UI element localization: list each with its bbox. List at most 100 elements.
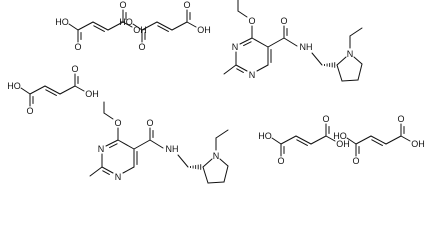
carbonyl-oxygen-label: O <box>322 114 329 124</box>
bond-c-c <box>355 135 372 145</box>
alkene-double-bond <box>156 21 173 31</box>
methyl-bond <box>223 64 237 75</box>
ring-bond <box>202 158 213 168</box>
amide-oxygen-label: O <box>280 16 287 26</box>
ring-nitrogen-label: N <box>115 172 122 182</box>
ring-double-bond-inner <box>236 68 244 73</box>
ring-double-bond <box>101 166 114 174</box>
ring-nitrogen-label: N <box>232 42 239 52</box>
ring-bond <box>336 56 347 66</box>
bond-c-c <box>141 21 158 31</box>
carbonyl-oxygen-label: O <box>352 156 359 166</box>
hydroxyl-label: OH <box>336 139 350 149</box>
ring-double-bond <box>105 139 119 147</box>
carbonyl-oxygen-label: O <box>183 0 190 10</box>
ring-nitrogen-label: N <box>98 144 105 154</box>
ring-bond <box>207 181 225 184</box>
bond-c-oh <box>400 135 411 142</box>
ether-oxygen-label: O <box>114 118 121 128</box>
alkene-double-bond <box>44 85 61 95</box>
alkene-double-bond <box>92 21 109 31</box>
bond-c-c <box>29 85 46 95</box>
pyrrolidine-nitrogen-label: N <box>347 49 354 59</box>
ethyl-bond <box>215 129 229 139</box>
hydroxyl-label: OH <box>85 89 99 99</box>
bond-c-c <box>280 135 297 145</box>
ethyl-bond <box>349 27 363 37</box>
pyrrolidine-nitrogen-label: N <box>213 151 220 161</box>
bond-c-oh <box>74 85 85 92</box>
ring-nitrogen-label: N <box>249 70 256 80</box>
bond-ho-c <box>271 137 282 145</box>
bond-c-n <box>283 37 298 47</box>
ring-double-bond-inner <box>109 143 118 149</box>
hydroxyl-label: HO <box>55 17 69 27</box>
bond-c-oh <box>122 21 133 28</box>
bond-ho-c <box>346 137 357 145</box>
bond-n-ch2 <box>311 52 323 66</box>
alkene-double-bond-inner <box>45 89 57 96</box>
bond-c-c <box>310 135 327 145</box>
pyrimidine-carboxamide-molecule: N N O O NH N <box>89 101 229 184</box>
bond-ho-c <box>20 87 31 95</box>
methyl-bond <box>89 166 103 177</box>
alkene-double-bond-inner <box>371 139 383 146</box>
carbonyl-oxygen-label: O <box>71 64 78 74</box>
ring-bond <box>336 64 343 82</box>
bond-c-c <box>385 135 402 145</box>
pyrimidine-carboxamide-molecule: N N O O NH N <box>223 0 363 82</box>
fumaric-acid-molecule: HO O O OH <box>258 114 350 166</box>
ring-bond <box>122 166 135 174</box>
hydroxyl-label: HO <box>7 81 21 91</box>
bond-c-c <box>77 21 94 31</box>
carbonyl-oxygen-label: O <box>397 114 404 124</box>
ring-bond <box>341 79 359 82</box>
bond-ho-c <box>132 23 143 31</box>
ether-oxygen-label: O <box>248 16 255 26</box>
bond-n-ch2 <box>177 154 189 168</box>
hydroxyl-label: OH <box>197 25 211 35</box>
bond-ring-carbonyl <box>267 37 285 48</box>
hydroxyl-label: OH <box>411 139 425 149</box>
bond-c-c <box>59 85 76 95</box>
ring-bond <box>256 64 269 72</box>
alkene-double-bond-inner <box>157 25 169 32</box>
alkene-double-bond-inner <box>296 139 308 146</box>
ring-bond <box>251 37 269 48</box>
amide-oxygen-label: O <box>146 118 153 128</box>
ring-double-bond-inner <box>243 41 252 47</box>
amide-nitrogen-label: NH <box>166 144 179 154</box>
hydroxyl-label: HO <box>333 131 347 141</box>
fumaric-acid-molecule: HO O O OH <box>119 0 211 52</box>
stereo-hashed-bond <box>324 62 336 68</box>
ring-double-bond-inner <box>102 170 110 175</box>
alkene-double-bond <box>370 135 387 145</box>
bond-ho-c <box>68 23 79 31</box>
carbonyl-oxygen-label: O <box>277 156 284 166</box>
bond-o-ch2 <box>237 10 248 18</box>
bond-c-c <box>171 21 188 31</box>
ring-bond <box>223 165 229 183</box>
ring-bond <box>117 139 135 150</box>
carbonyl-oxygen-label: O <box>119 0 126 10</box>
ring-bond <box>353 56 363 65</box>
alkene-double-bond <box>295 135 312 145</box>
bond-o-ch2 <box>103 112 114 120</box>
bond-c-c <box>107 21 124 31</box>
stereo-hashed-bond <box>190 164 202 170</box>
hydroxyl-label: OH <box>133 25 147 35</box>
ring-bond <box>219 158 229 167</box>
alkene-double-bond-inner <box>93 25 105 32</box>
fumaric-acid-molecule: HO O O OH <box>7 64 99 116</box>
bond-c-n <box>149 139 164 149</box>
carbonyl-oxygen-label: O <box>138 42 145 52</box>
amide-nitrogen-label: NH <box>300 42 313 52</box>
ring-bond <box>357 63 363 81</box>
hydroxyl-label: HO <box>119 17 133 27</box>
bond-c-oh <box>186 21 197 28</box>
ring-double-bond <box>239 37 253 45</box>
carbonyl-oxygen-label: O <box>26 106 33 116</box>
carbonyl-oxygen-label: O <box>74 42 81 52</box>
fumaric-acid-molecule: HO O O OH <box>55 0 147 52</box>
